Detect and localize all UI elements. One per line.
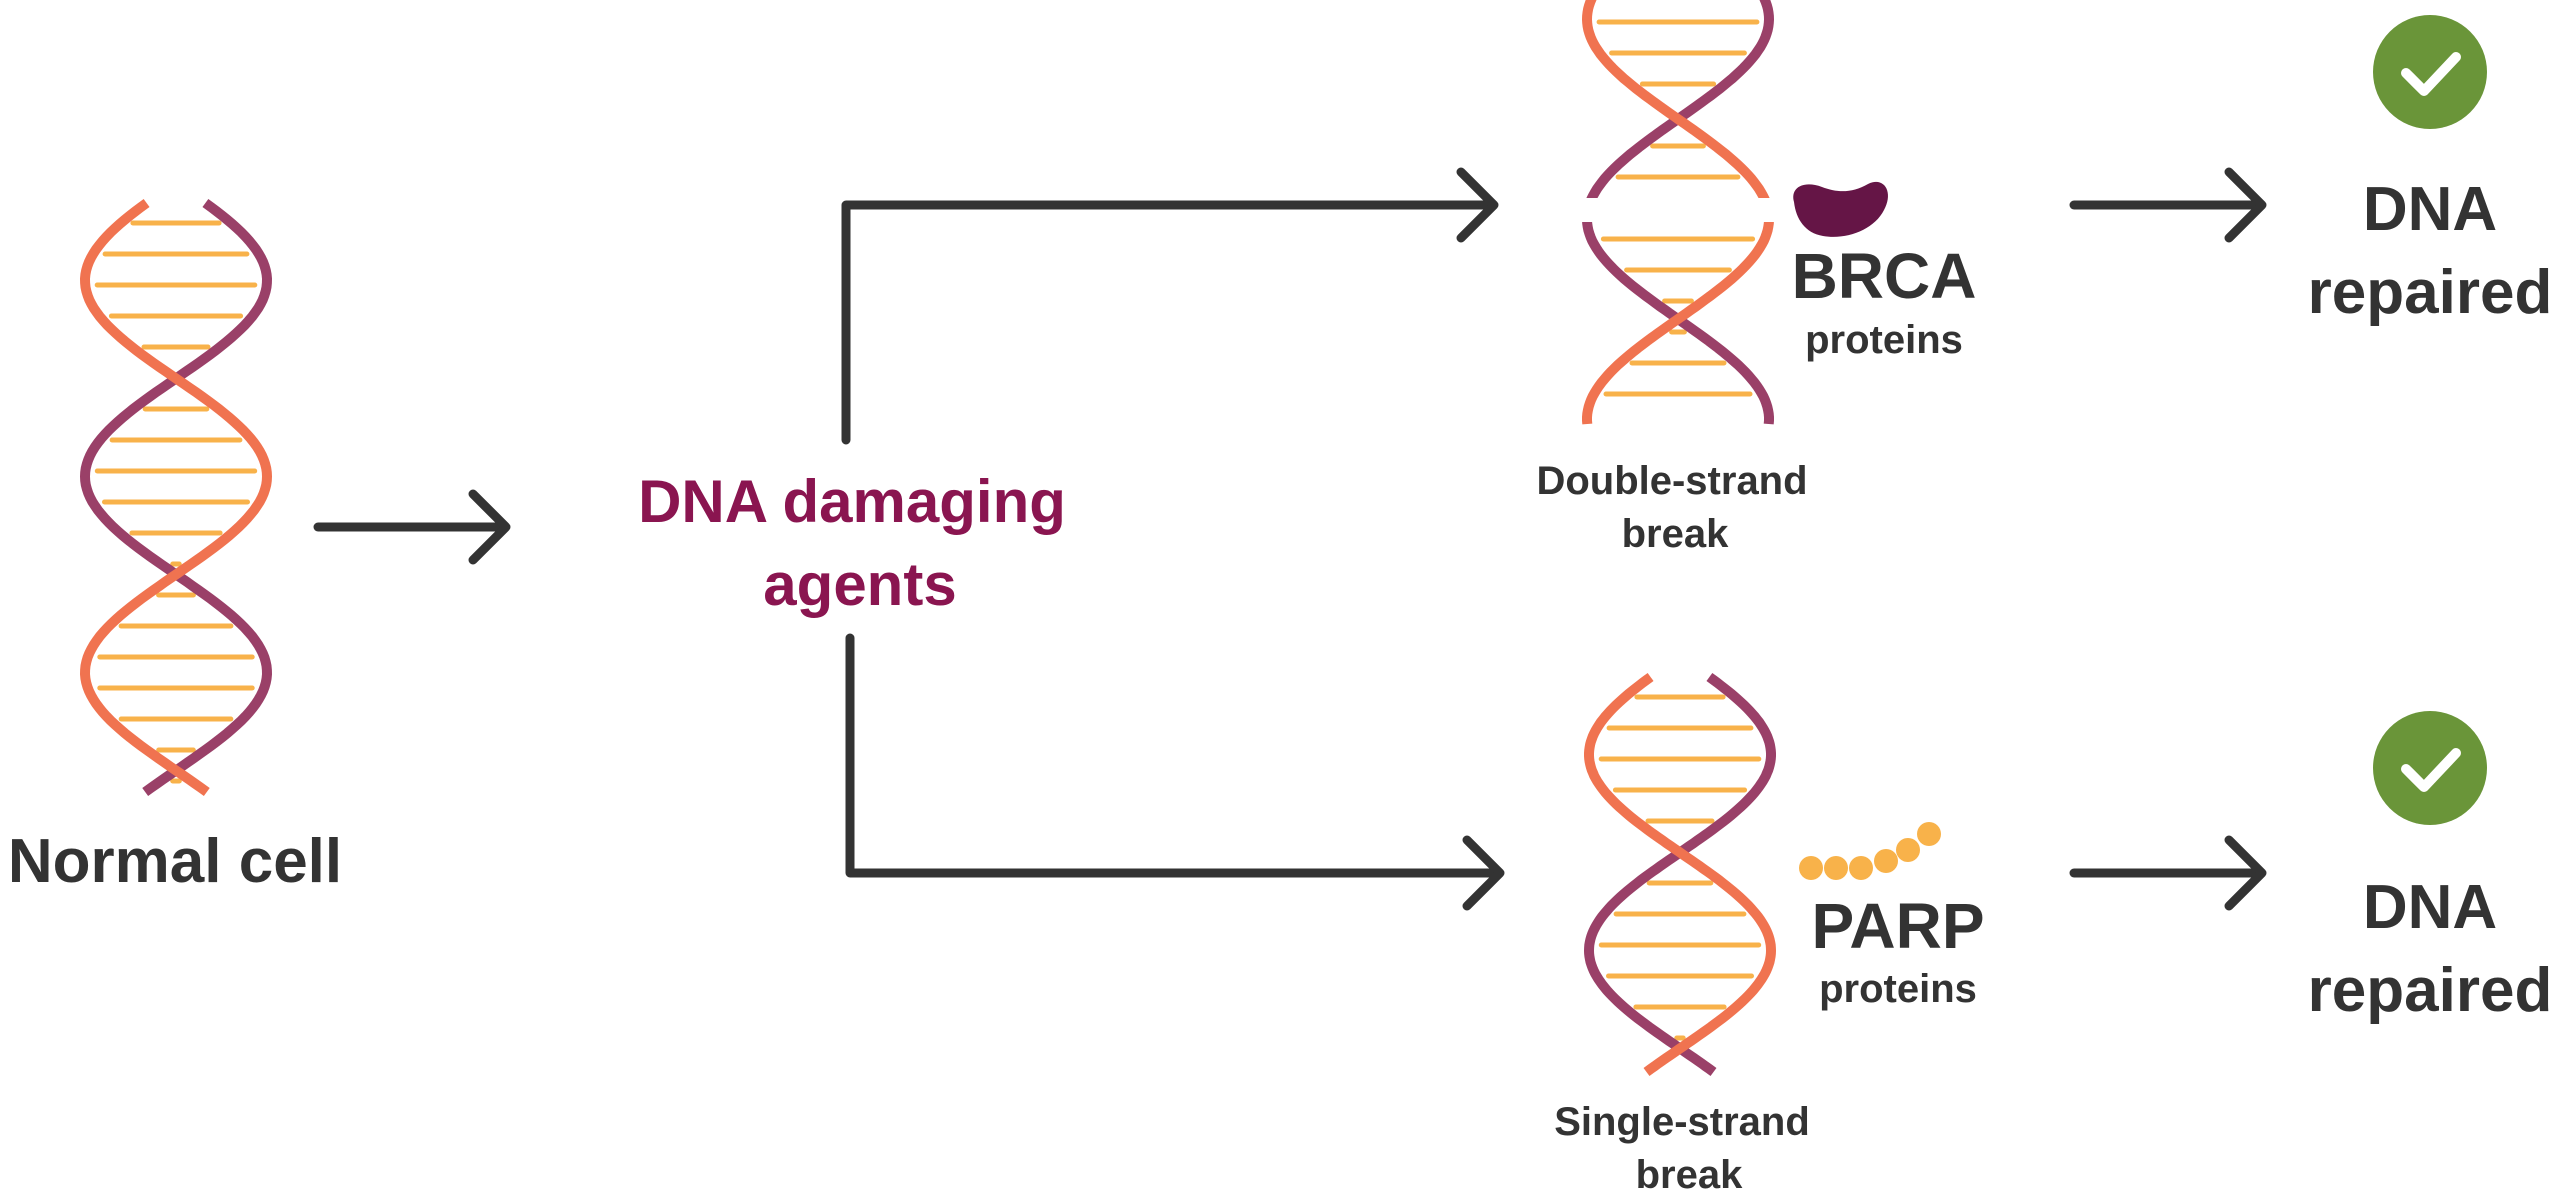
svg-text:DNA damaging: DNA damaging (638, 468, 1066, 535)
dna-repaired-label-top: DNA repaired (2308, 175, 2553, 327)
helix-strand-purple (1582, 222, 1774, 425)
double-strand-break-dna-helix-icon (1581, 0, 1775, 425)
helix-strand-orange (79, 198, 273, 797)
normal-cell-label: Normal cell (8, 827, 342, 896)
arrow-agents-to-double-strand-break (841, 167, 1499, 445)
helix-strand-orange (1581, 0, 1770, 198)
svg-text:agents: agents (763, 551, 956, 618)
check-circle-icon (2373, 711, 2487, 825)
svg-text:break: break (1636, 1153, 1743, 1197)
dna-damaging-agents-label: DNA damaging agents (638, 468, 1066, 618)
svg-text:proteins: proteins (1805, 318, 1963, 362)
svg-text:proteins: proteins (1819, 967, 1977, 1011)
double-strand-break-label: Double-strand break (1536, 459, 1807, 556)
parp-proteins-label: PARP proteins (1811, 890, 1984, 1011)
svg-text:DNA: DNA (2363, 873, 2497, 942)
normal-cell-dna-helix-icon (79, 198, 273, 797)
helix-strand-purple (1583, 672, 1776, 1077)
svg-text:Double-strand: Double-strand (1536, 459, 1807, 503)
single-strand-nick (1774, 862, 1796, 880)
arrow-normal-to-agents (313, 489, 511, 565)
svg-text:PARP: PARP (1811, 890, 1984, 962)
brca-protein-blob-icon (1793, 181, 1889, 237)
arrow-brca-to-repaired (2069, 167, 2267, 243)
helix-strand-purple (1586, 0, 1775, 198)
helix-strand-orange (1582, 222, 1774, 425)
svg-text:Single-strand: Single-strand (1554, 1100, 1810, 1144)
svg-text:DNA: DNA (2363, 175, 2497, 244)
svg-text:break: break (1622, 512, 1729, 556)
helix-strand-orange (1584, 672, 1777, 1077)
arrow-parp-to-repaired (2069, 835, 2267, 911)
svg-text:repaired: repaired (2308, 956, 2553, 1025)
check-circle-icon (2373, 15, 2487, 129)
single-strand-nick (1575, 862, 1589, 872)
svg-text:repaired: repaired (2308, 258, 2553, 327)
dna-repaired-label-bottom: DNA repaired (2308, 873, 2553, 1025)
single-strand-break-dna-helix-icon (1575, 672, 1796, 1077)
single-strand-break-label: Single-strand break (1554, 1100, 1810, 1197)
parp-protein-bead-chain-icon (1799, 822, 1941, 880)
brca-proteins-label: BRCA proteins (1792, 240, 1977, 362)
svg-text:BRCA: BRCA (1792, 240, 1977, 312)
arrow-agents-to-single-strand-break (845, 633, 1505, 911)
helix-strand-purple (79, 198, 273, 797)
